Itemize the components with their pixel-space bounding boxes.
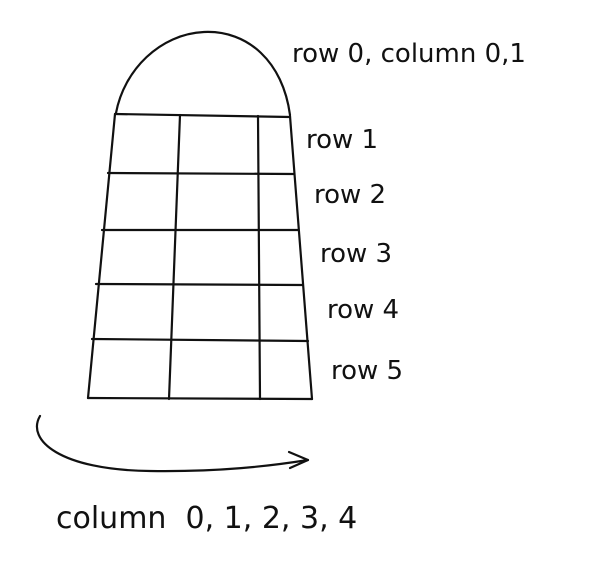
row-line-1 <box>113 112 292 119</box>
top-label: row 0, column 0,1 <box>292 39 526 69</box>
column-arrow <box>35 414 310 473</box>
column-divider-1 <box>167 113 182 401</box>
column-divider-2 <box>256 114 262 401</box>
row-label-2: row 2 <box>314 180 386 210</box>
row-label-1: row 1 <box>306 125 378 155</box>
dome-arc <box>114 30 292 117</box>
row-line-2 <box>106 171 296 176</box>
right-side <box>288 114 314 401</box>
row-line-5 <box>90 337 310 343</box>
row-label-4: row 4 <box>327 295 399 325</box>
row-label-3: row 3 <box>320 239 392 269</box>
left-side <box>86 112 117 400</box>
row-line-bottom <box>86 396 314 401</box>
row-label-5: row 5 <box>331 356 403 386</box>
bottom-label: column 0, 1, 2, 3, 4 <box>56 501 357 536</box>
row-line-4 <box>94 282 304 287</box>
column-arrow-head <box>287 450 310 470</box>
